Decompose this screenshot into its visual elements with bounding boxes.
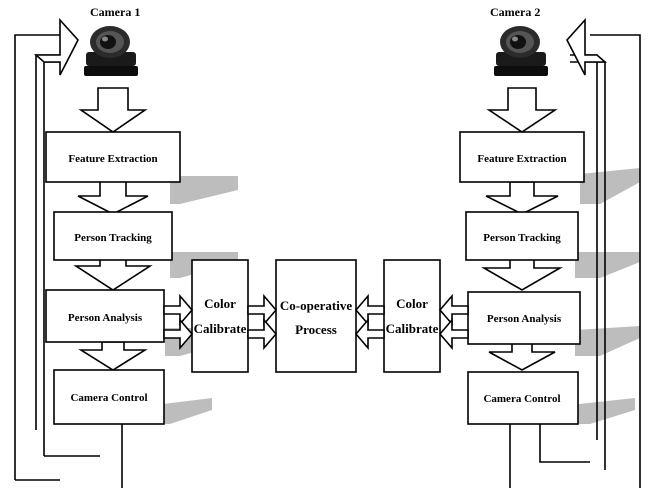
person-tracking-label-left: Person Tracking [74, 232, 152, 244]
down-arrows-right [481, 87, 563, 371]
camera-control-label-right: Camera Control [483, 393, 560, 405]
shadow-person-analysis-right [575, 326, 640, 356]
camera-control-box-left [53, 369, 165, 425]
color-calibrate-right-line2: Calibrate [386, 321, 439, 336]
arrowhead-into-camera-1 [33, 17, 79, 76]
color-calibrate-box-right [383, 259, 441, 373]
shadow-person-tracking-right [575, 252, 640, 278]
color-calibrate-box-left [191, 259, 249, 373]
person-tracking-label-right: Person Tracking [483, 232, 561, 244]
camera-1-label: Camera 1 [90, 5, 140, 19]
feature-extraction-box-right [459, 131, 585, 183]
person-analysis-box-right [467, 291, 581, 345]
cooperative-process-box [275, 259, 357, 373]
arrowhead-into-camera-2 [566, 17, 608, 76]
cooperative-process-line2: Process [295, 322, 337, 337]
camera-control-label-left: Camera Control [70, 392, 147, 404]
camera-control-box-right [467, 371, 579, 425]
shadow-camera-control-right [570, 398, 635, 424]
feature-extraction-label-left: Feature Extraction [68, 153, 157, 165]
down-arrows-left [73, 87, 153, 371]
shadow-feature-extraction-right [580, 168, 640, 204]
person-tracking-box-right [465, 211, 579, 261]
feature-extraction-box-left [45, 131, 181, 183]
shadow-feature-extraction-left [170, 176, 238, 204]
horizontal-arrows [163, 293, 469, 351]
camera-1-icon [84, 26, 138, 76]
color-calibrate-right-line1: Color [396, 296, 428, 311]
feature-extraction-label-right: Feature Extraction [477, 153, 566, 165]
cooperative-process-line1: Co-operative [280, 298, 352, 313]
person-analysis-label-left: Person Analysis [68, 312, 143, 324]
camera-2-icon [494, 26, 548, 76]
color-calibrate-left-line1: Color [204, 296, 236, 311]
box-shadows [155, 168, 640, 424]
person-analysis-box-left [45, 289, 165, 343]
color-calibrate-left-line2: Calibrate [194, 321, 247, 336]
shadow-camera-control-left [155, 398, 212, 424]
person-tracking-box-left [53, 211, 173, 261]
person-analysis-label-right: Person Analysis [487, 313, 562, 325]
camera-2-label: Camera 2 [490, 5, 540, 19]
